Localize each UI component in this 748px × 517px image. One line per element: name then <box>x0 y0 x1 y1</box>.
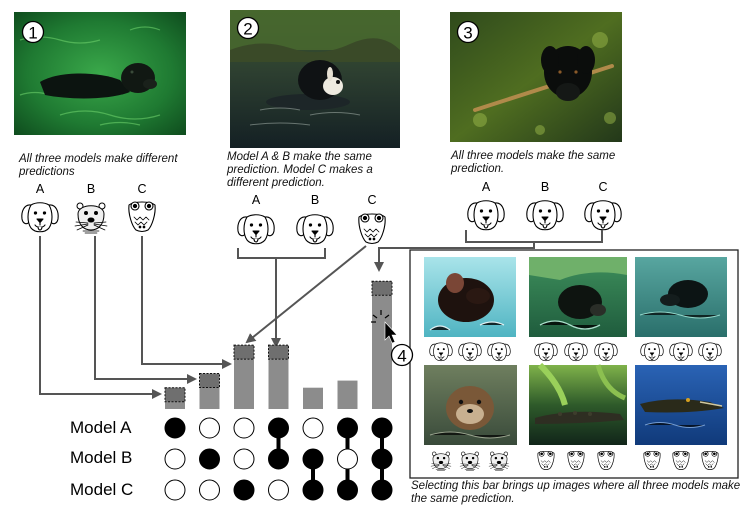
model-letter-c: C <box>137 182 146 196</box>
panel-2-caption: Model A & B make the same prediction. Mo… <box>227 151 373 189</box>
model-letter-c: C <box>598 180 607 194</box>
step-badge-3: 3 <box>456 20 480 44</box>
matrix-dot-4-1 <box>268 417 289 439</box>
bar-highlight-3 <box>233 344 255 360</box>
row-label-model-a: Model A <box>70 418 132 437</box>
step-badge-4: 4 <box>390 343 414 367</box>
connector-arrows <box>39 230 603 399</box>
model-letter-b: B <box>541 180 549 194</box>
panel-1-caption: All three models make different predicti… <box>19 153 178 178</box>
model-letter-a: A <box>482 180 491 194</box>
results-caption: Selecting this bar brings up images wher… <box>411 480 741 505</box>
step-badge-1: 1 <box>21 20 45 44</box>
photo-panel-1 <box>14 12 186 135</box>
results-panel <box>409 249 739 479</box>
intersection-bar-3[interactable] <box>234 345 254 409</box>
panel-3-caption: All three models make the same predictio… <box>451 150 616 175</box>
model-letter-c: C <box>367 193 376 207</box>
dog-face-icon <box>526 200 564 231</box>
matrix-dot-3-1 <box>233 417 255 439</box>
crocodile-face-icon <box>128 201 156 233</box>
panel-1-predictions: A B C <box>21 182 156 234</box>
dog-face-icon <box>296 214 334 245</box>
intersection-bar-6[interactable] <box>337 380 358 409</box>
matrix-dot-3-3 <box>233 479 255 501</box>
matrix-dot-2-2 <box>199 448 220 470</box>
panel-2-predictions: A B C <box>237 193 386 245</box>
matrix-dot-3-2 <box>233 448 255 470</box>
matrix-dot-7-3 <box>371 479 393 501</box>
membership-matrix <box>164 417 393 501</box>
svg-text:2: 2 <box>243 20 252 39</box>
model-letter-b: B <box>311 193 319 207</box>
matrix-dot-5-1 <box>302 417 324 439</box>
panel-3-predictions: A B C <box>467 180 622 231</box>
svg-text:1: 1 <box>28 24 37 43</box>
matrix-dot-4-2 <box>268 448 289 470</box>
matrix-dot-1-1 <box>164 417 186 439</box>
matrix-dot-5-3 <box>302 479 324 501</box>
matrix-dot-5-2 <box>302 448 324 470</box>
bar-highlight-1 <box>164 387 186 403</box>
crocodile-face-icon <box>358 213 386 245</box>
intersection-bar-chart <box>164 280 393 409</box>
matrix-dot-1-2 <box>164 448 186 470</box>
matrix-dot-2-3 <box>199 479 220 501</box>
result-image-crocodile-2[interactable] <box>635 365 727 445</box>
matrix-dot-6-1 <box>337 417 358 439</box>
result-image-otter[interactable] <box>424 365 517 445</box>
dog-face-icon <box>584 200 622 231</box>
result-image-dog-3[interactable] <box>635 257 727 337</box>
step-badge-2: 2 <box>236 16 260 40</box>
row-label-model-c: Model C <box>70 480 134 499</box>
intersection-bar-7[interactable] <box>372 281 392 409</box>
intersection-bar-4[interactable] <box>268 345 289 409</box>
matrix-dot-6-3 <box>337 479 358 501</box>
result-image-dog-2[interactable] <box>529 257 627 337</box>
matrix-dot-4-3 <box>268 479 289 501</box>
dog-face-icon <box>237 214 275 245</box>
mouse-pointer-icon <box>371 310 398 344</box>
matrix-dot-7-1 <box>371 417 393 439</box>
svg-text:4: 4 <box>397 347 406 366</box>
bar-highlight-4 <box>268 344 289 360</box>
intersection-bar-5[interactable] <box>303 387 323 409</box>
model-letter-a: A <box>252 193 261 207</box>
result-image-dog-1[interactable] <box>424 257 516 337</box>
otter-face-icon <box>74 202 108 234</box>
model-letter-b: B <box>87 182 95 196</box>
dog-face-icon <box>21 202 59 233</box>
bar-highlight-7 <box>371 280 393 296</box>
dog-face-icon <box>467 200 505 231</box>
matrix-dot-7-2 <box>371 448 393 470</box>
result-image-crocodile-1[interactable] <box>529 362 627 445</box>
row-label-model-b: Model B <box>70 448 133 467</box>
model-letter-a: A <box>36 182 45 196</box>
matrix-dot-2-1 <box>199 417 220 439</box>
matrix-dot-6-2 <box>337 448 358 470</box>
bar-highlight-2 <box>199 373 220 388</box>
svg-text:3: 3 <box>463 24 472 43</box>
matrix-dot-1-3 <box>164 479 186 501</box>
